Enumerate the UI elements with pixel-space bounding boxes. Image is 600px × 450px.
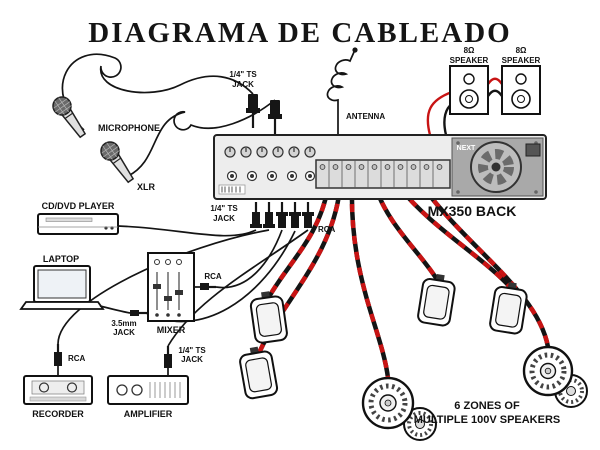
xlr-label: XLR <box>137 182 156 192</box>
mic1-cable <box>61 53 254 131</box>
rca-cluster-label: RCA <box>318 225 336 234</box>
speaker-8ohm-left <box>449 65 489 115</box>
laptop-label: LAPTOP <box>43 254 79 264</box>
zone4-cable <box>373 185 441 284</box>
zone-speaker-wall-3 <box>417 273 456 327</box>
zones-caption-line-2: MULTIPLE 100V SPEAKERS <box>414 414 561 426</box>
amplifier-label: AMPLIFIER <box>124 409 173 419</box>
panel-name-label: MX350 BACK <box>428 203 517 219</box>
mixer-label: MIXER <box>157 325 186 335</box>
speaker-8ohm-right-label-1: 8Ω <box>516 46 527 55</box>
panel-knobs <box>224 146 316 158</box>
amp-ts-jack-icon <box>164 346 172 376</box>
zone-speaker-ceiling-2 <box>522 345 574 397</box>
ts-jack-top-icons <box>246 94 282 134</box>
mixer-rca-icon <box>194 283 216 290</box>
mini-jack-icon <box>99 305 147 316</box>
mixer-icon <box>147 252 195 322</box>
zone1-cable-stripe <box>264 187 331 304</box>
zone-speaker-wall-2 <box>239 346 279 400</box>
zone-speaker-wall-1 <box>249 291 288 344</box>
antenna-label: ANTENNA <box>346 112 385 121</box>
speaker-8ohm-left-label-1: 8Ω <box>464 46 475 55</box>
microphone-label: MICROPHONE <box>98 123 160 133</box>
red-jumper <box>487 77 503 85</box>
speaker-8ohm-right-label-2: SPEAKER <box>502 56 541 65</box>
page-title: DIAGRAMA DE CABLEADO <box>88 17 511 49</box>
antenna-plug <box>352 47 358 53</box>
cd-cable <box>117 225 257 237</box>
amp-ts-label-1: 1/4" TS <box>178 346 206 355</box>
panel-input-jacks <box>226 170 316 182</box>
speaker-8ohm-right <box>501 65 541 115</box>
recorder-rca-label: RCA <box>68 354 86 363</box>
ts-jack-top-label-2: JACK <box>232 80 254 89</box>
zone-speaker-ceiling-1 <box>361 376 415 430</box>
panel-terminal-strip <box>315 159 451 189</box>
zone5-cable-stripe <box>398 186 513 290</box>
zone2-cable-stripe <box>254 187 343 359</box>
black-jumper <box>487 89 503 97</box>
input-plug-cluster <box>250 202 314 228</box>
cd-player-icon <box>37 213 119 235</box>
panel-sticker <box>218 184 246 195</box>
mixer-cable <box>215 229 283 289</box>
ts-jack-mid-label-2: JACK <box>213 214 235 223</box>
mini-jack-label-2: JACK <box>113 328 135 337</box>
laptop-icon <box>19 265 105 310</box>
cd-player-label: CD/DVD PLAYER <box>42 201 115 211</box>
ts-jack-top-label-1: 1/4" TS <box>229 70 257 79</box>
panel-brand: NEXT <box>457 145 476 152</box>
mx350-panel: NEXT <box>213 134 547 200</box>
amplifier-icon <box>107 375 189 405</box>
antenna-lead <box>326 51 355 135</box>
amp-cable <box>167 229 309 347</box>
zone6-cable-stripe <box>422 186 551 348</box>
mixer-rca-label: RCA <box>204 272 222 281</box>
panel-fan <box>456 141 538 194</box>
zones-caption-line-1: 6 ZONES OF <box>454 400 520 412</box>
recorder-icon <box>23 375 93 405</box>
zone3-cable-stripe <box>349 187 391 379</box>
recorder-label: RECORDER <box>32 409 84 419</box>
microphone-icon <box>52 96 87 139</box>
mic2-cable <box>127 99 276 177</box>
recorder-cable <box>57 229 270 345</box>
speaker-8ohm-left-label-2: SPEAKER <box>450 56 489 65</box>
zone-speaker-wall-4 <box>489 281 528 335</box>
recorder-rca-icon <box>54 344 62 376</box>
red-wire <box>426 90 453 136</box>
xlr-microphone-icon <box>100 141 135 184</box>
zone-speaker-ceiling-extra-1 <box>403 407 437 441</box>
panel-power-socket <box>525 143 541 157</box>
amp-ts-label-2: JACK <box>181 355 203 364</box>
mini-jack-label-1: 3.5mm <box>111 319 136 328</box>
ts-jack-mid-label-1: 1/4" TS <box>210 204 238 213</box>
zone4-cable-stripe <box>373 187 440 283</box>
